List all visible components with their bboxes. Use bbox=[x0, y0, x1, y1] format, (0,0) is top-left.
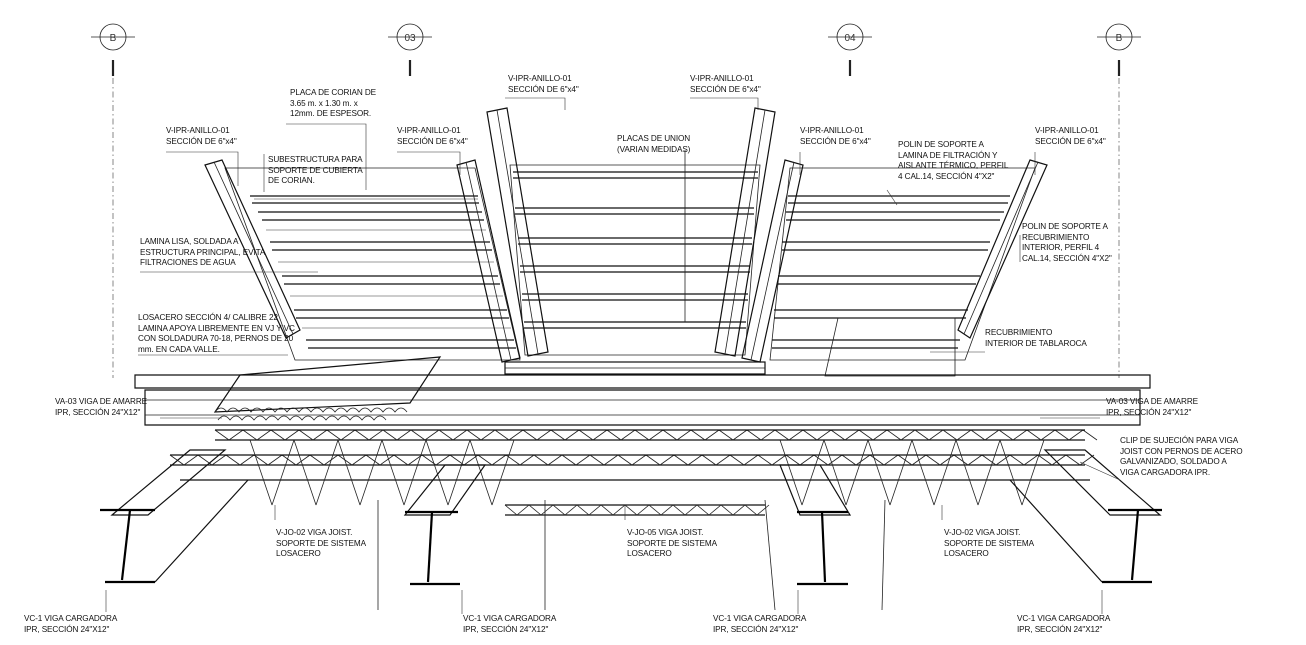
leader-lines bbox=[105, 97, 1121, 614]
grid-bubble-label: B bbox=[1116, 33, 1123, 44]
truss-web bbox=[249, 439, 515, 506]
truss-web bbox=[779, 439, 1045, 506]
roof-left-wing bbox=[204, 159, 521, 361]
grid-bubble-label: B bbox=[110, 33, 117, 44]
va03-tie-beam bbox=[134, 374, 1151, 426]
roof-center bbox=[509, 150, 761, 356]
joist-trusses bbox=[169, 429, 1098, 516]
truss-web bbox=[504, 504, 770, 516]
label-placas-union: PLACAS DE UNION(VARIAN MEDIDAS) bbox=[617, 134, 691, 154]
grid-bubble-b-right: B bbox=[1097, 23, 1141, 51]
grid-bubble-03: 03 bbox=[388, 23, 432, 51]
grid-bubble-04: 04 bbox=[828, 23, 872, 51]
grid-axes: B 03 04 B bbox=[91, 23, 1141, 378]
grid-bubble-b-left: B bbox=[91, 23, 135, 51]
base-ring-beam bbox=[504, 361, 766, 375]
grid-bubble-label: 03 bbox=[404, 33, 416, 44]
grid-bubble-label: 04 bbox=[844, 33, 856, 44]
truss-web bbox=[169, 454, 1095, 466]
vc1-girders bbox=[100, 449, 1162, 611]
roof-right-wing bbox=[769, 159, 1048, 377]
truss-web bbox=[214, 429, 1098, 441]
losacero-slab bbox=[213, 356, 442, 421]
